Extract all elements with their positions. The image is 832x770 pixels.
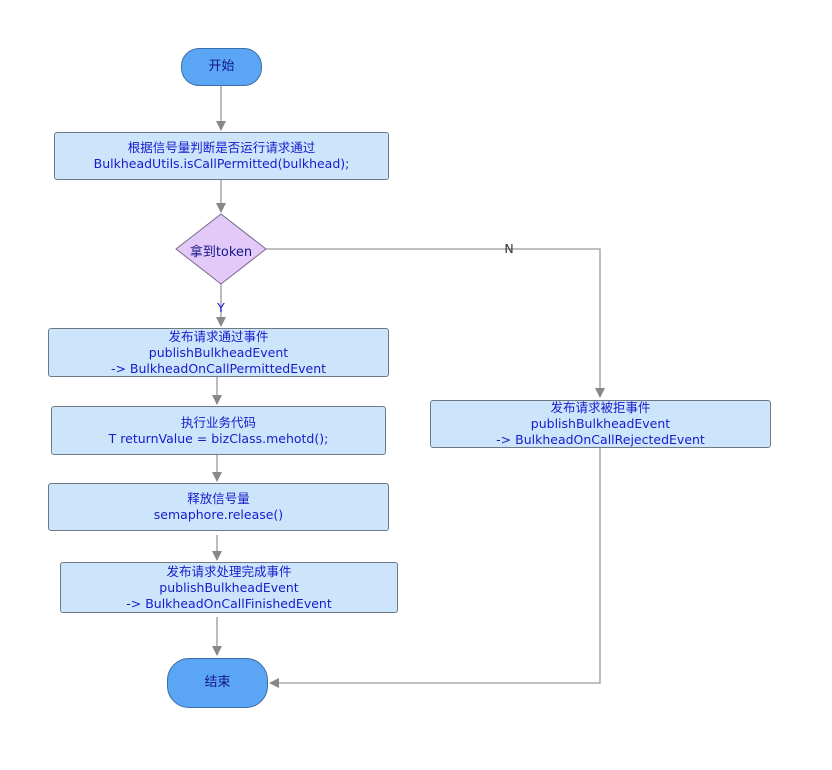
execute-business-text-2: T returnValue = bizClass.mehotd();: [108, 430, 329, 446]
permitted-event-text-3: -> BulkheadOnCallPermittedEvent: [110, 360, 327, 376]
finished-event-node: 发布请求处理完成事件 publishBulkheadEvent -> Bulkh…: [60, 562, 398, 613]
release-semaphore-text-2: semaphore.release(): [153, 507, 284, 522]
permitted-event-text-1: 发布请求通过事件: [168, 328, 269, 344]
rejected-event-text-3: -> BulkheadOnCallRejectedEvent: [496, 432, 705, 447]
permission-check-text-1: 根据信号量判断是否运行请求通过: [127, 140, 316, 155]
edge-label-no: N: [504, 241, 514, 256]
start-label: 开始: [208, 59, 235, 74]
edge-rejected-end: [269, 448, 601, 688]
execute-business-text-1: 执行业务代码: [180, 414, 256, 430]
permission-check-node: 根据信号量判断是否运行请求通过 BulkheadUtils.isCallPerm…: [54, 132, 389, 180]
release-semaphore-text-1: 释放信号量: [187, 491, 250, 506]
rejected-event-text-1: 发布请求被拒事件: [550, 400, 651, 415]
finished-event-text-2: publishBulkheadEvent: [159, 579, 299, 595]
rejected-event-node: 发布请求被拒事件 publishBulkheadEvent -> Bulkhea…: [430, 400, 771, 448]
edge-label-yes: Y: [217, 300, 225, 315]
execute-business-node: 执行业务代码 T returnValue = bizClass.mehotd()…: [51, 406, 386, 455]
rejected-event-text-2: publishBulkheadEvent: [530, 416, 671, 431]
release-semaphore-node: 释放信号量 semaphore.release(): [48, 483, 389, 531]
decision-diamond: [175, 213, 267, 285]
end-label: 结束: [204, 675, 231, 690]
decision-label: 拿到token: [189, 245, 253, 260]
start-node: 开始: [181, 48, 262, 86]
permission-check-text-2: BulkheadUtils.isCallPermitted(bulkhead);: [93, 156, 350, 171]
edge-decision-rejected: [266, 248, 605, 398]
end-node: 结束: [167, 658, 268, 708]
permitted-event-node: 发布请求通过事件 publishBulkheadEvent -> Bulkhea…: [48, 328, 389, 377]
permitted-event-text-2: publishBulkheadEvent: [148, 344, 289, 360]
finished-event-text-3: -> BulkheadOnCallFinishedEvent: [126, 595, 332, 611]
finished-event-text-1: 发布请求处理完成事件: [166, 563, 292, 579]
